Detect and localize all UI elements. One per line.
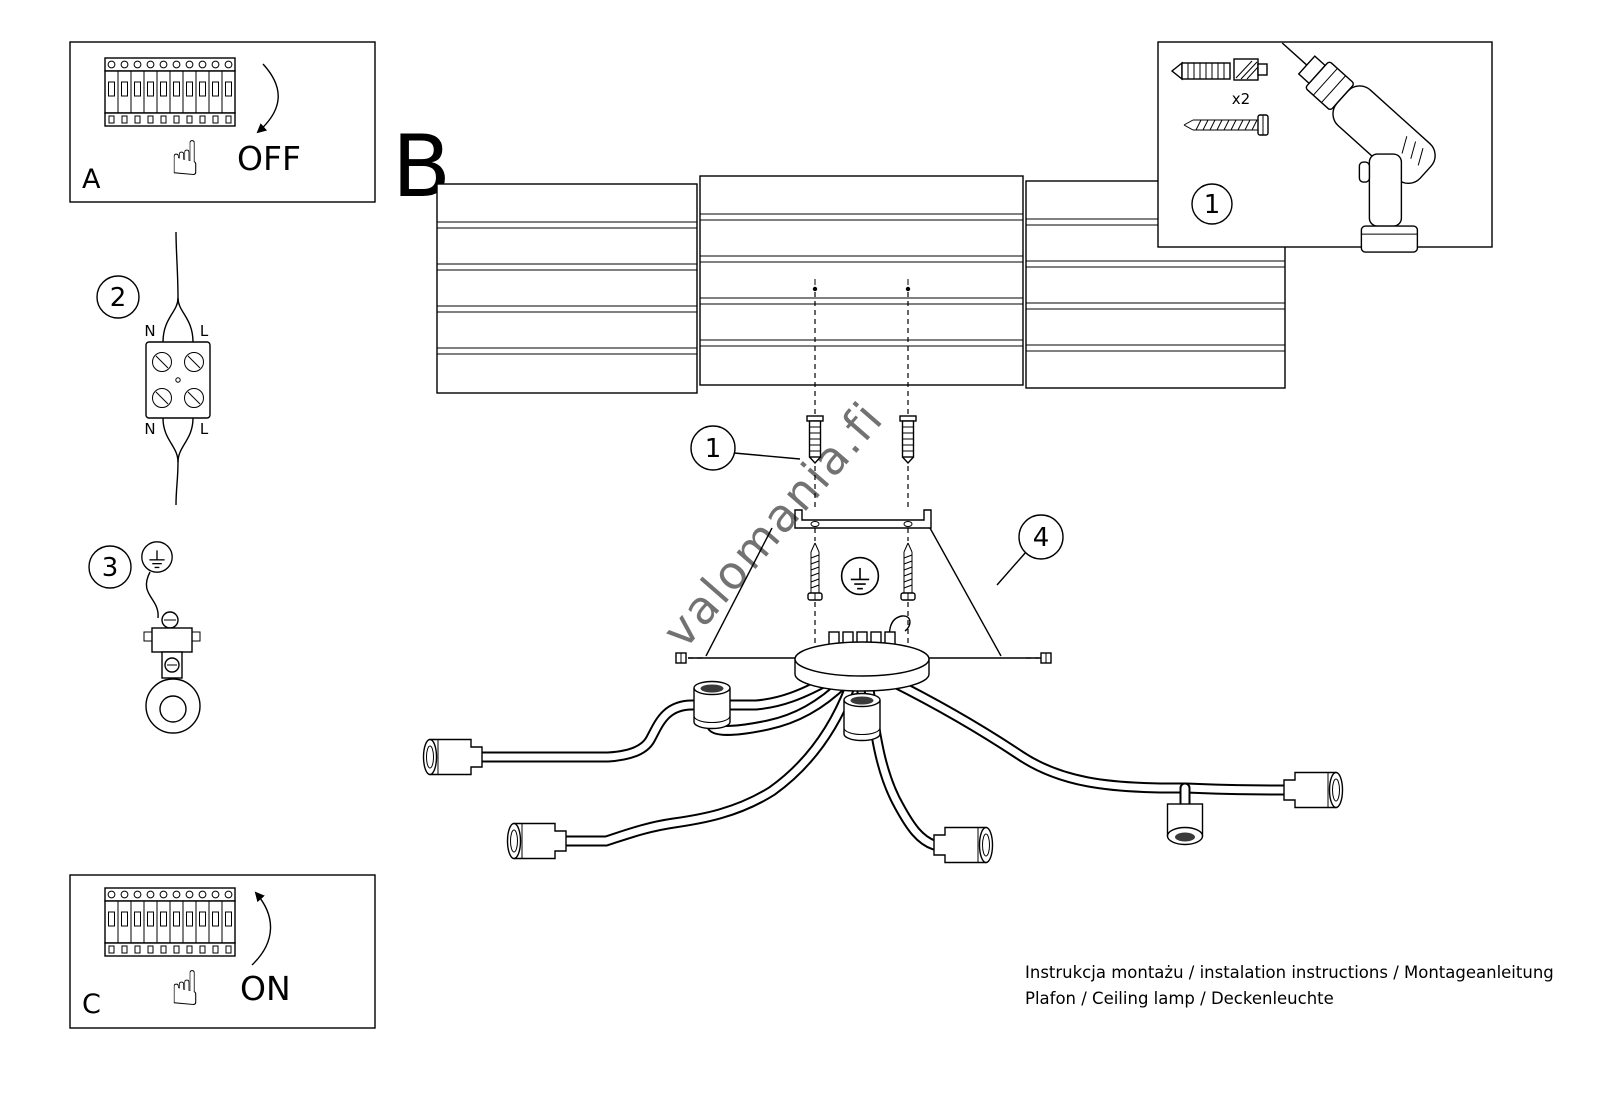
drill-hole-mark (905, 286, 911, 292)
hand-icon: ☝ (170, 131, 199, 187)
wire-n-top (162, 297, 179, 343)
earth-symbol-icon (840, 556, 880, 596)
earth-symbol-icon (141, 541, 173, 573)
mounting-strap (794, 509, 932, 529)
terminal-block (145, 341, 211, 419)
plank-section-2 (699, 175, 1024, 386)
step-2-wiring: 2 N L N L (96, 231, 211, 506)
panel-a: ☝ OFF A (69, 41, 376, 203)
bulb-socket (506, 822, 567, 860)
cover-left-edge (705, 527, 773, 657)
on-arrow-icon (251, 891, 272, 966)
bulb-socket (693, 680, 731, 730)
inset-step-badge (1191, 183, 1233, 225)
wall-plug-icon (899, 415, 917, 464)
callout-4-number: 4 (1033, 523, 1050, 553)
bulb-socket (422, 738, 483, 776)
lamp-arms (476, 670, 1290, 851)
plank-section-1 (436, 183, 698, 394)
clamp-body (151, 627, 193, 653)
bulb-socket (1166, 803, 1204, 846)
drill-icon (1281, 42, 1436, 253)
tools-inset: x2 1 (1157, 41, 1493, 253)
step-3-number: 3 (102, 553, 119, 583)
wall-plug-icon (1170, 58, 1268, 81)
mounting-screw-icon (900, 542, 916, 601)
step-2-number: 2 (110, 283, 127, 313)
callout-4: 4 (996, 514, 1064, 586)
panel-a-state: OFF (237, 139, 301, 178)
earth-wire (145, 571, 159, 619)
wire-l-bottom (177, 417, 194, 463)
footer-line-2: Plafon / Ceiling lamp / Deckenleuchte (1025, 989, 1334, 1008)
footer-line-1: Instrukcja montażu / instalation instruc… (1025, 963, 1554, 982)
wire-l-top (177, 297, 194, 343)
cover-right-edge (929, 527, 1002, 657)
mounting-screw-icon (807, 542, 823, 601)
step-3-badge (88, 545, 132, 589)
cable-top (175, 231, 179, 299)
step-3-earth: 3 (88, 541, 201, 734)
terminal-n-top: N (144, 322, 155, 340)
inset-step-number: 1 (1204, 190, 1221, 220)
panel-c-state: ON (240, 969, 291, 1008)
panel-c: ☝ ON C (69, 874, 376, 1029)
terminal-n-bottom: N (144, 420, 155, 438)
canopy (794, 641, 930, 692)
callout-1: 1 (690, 425, 801, 471)
drill-hole-mark (812, 286, 818, 292)
panel-c-label: C (82, 989, 101, 1020)
panel-a-label: A (82, 164, 101, 195)
ceiling-lamp (422, 631, 1344, 864)
screw-icon (1183, 114, 1269, 136)
off-arrow-icon (256, 63, 279, 134)
circuit-breaker-icon (104, 57, 236, 127)
terminal-l-top: L (200, 322, 209, 340)
bulb-socket (1283, 771, 1344, 809)
cable-bottom (175, 461, 179, 506)
wire-n-bottom (162, 417, 179, 463)
bulb-socket (933, 826, 994, 864)
bulb-socket (843, 692, 881, 742)
quantity-label: x2 (1232, 90, 1250, 108)
circuit-breaker-icon (104, 887, 236, 957)
callout-1-number: 1 (705, 434, 722, 464)
step-2-badge (96, 275, 140, 319)
hand-icon: ☝ (170, 961, 199, 1017)
terminal-l-bottom: L (200, 420, 209, 438)
